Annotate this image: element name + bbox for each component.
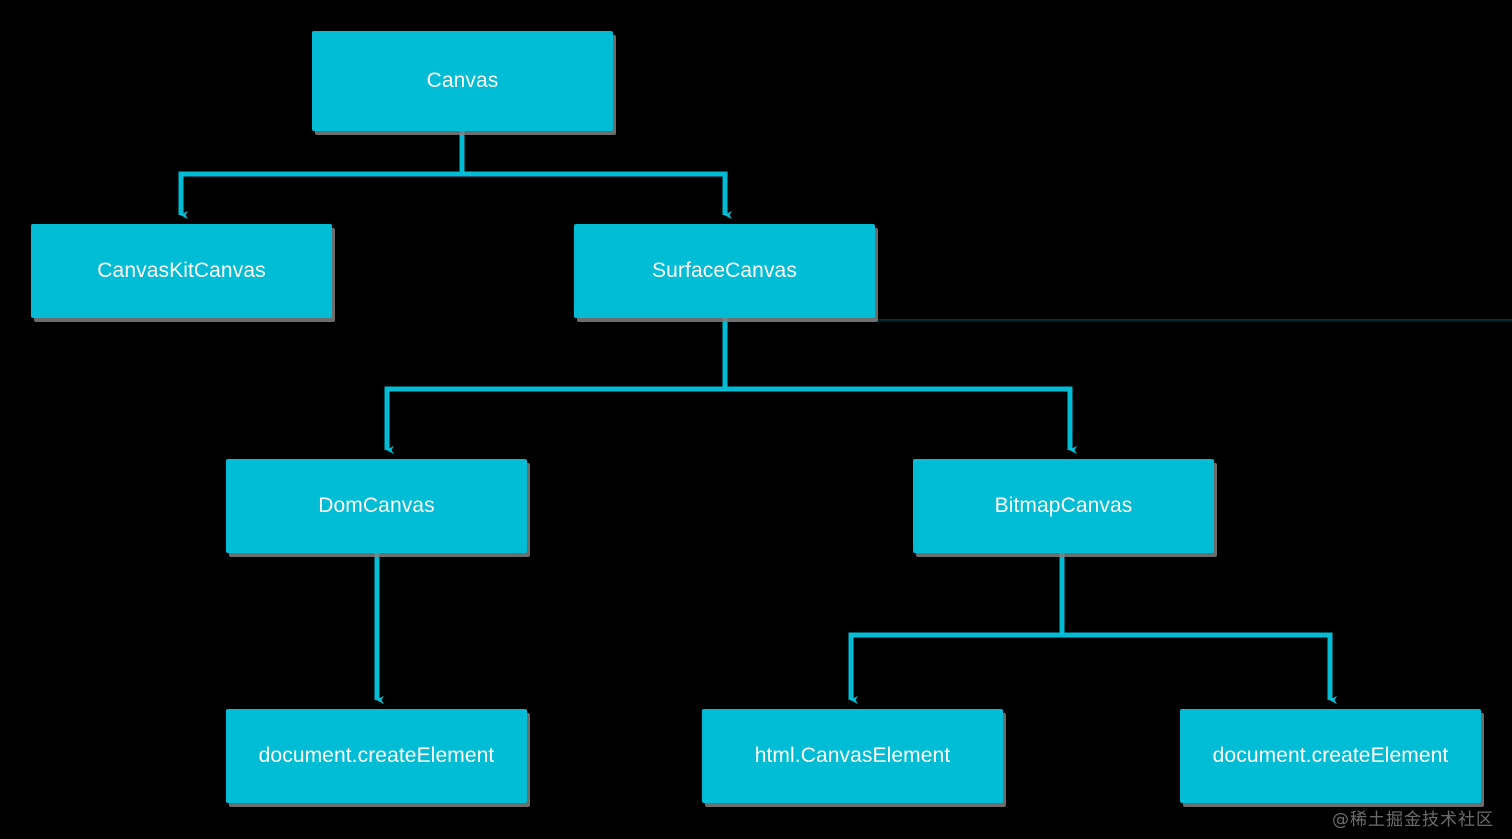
node-canvaskitcanvas-label: CanvasKitCanvas: [97, 259, 266, 283]
node-domcanvas[interactable]: DomCanvas: [226, 459, 527, 553]
edge-canvas-canvaskitcanvas: [178, 131, 465, 220]
node-domcanvas-label: DomCanvas: [318, 494, 435, 518]
edge-surfacecanvas-bitmapcanvas: [722, 318, 1077, 455]
node-dom-createelement[interactable]: document.createElement: [226, 709, 527, 803]
node-bitmapcanvas-label: BitmapCanvas: [994, 494, 1133, 518]
edge-bitmapcanvas-createelement: [1059, 553, 1337, 705]
node-html-canvaselement-label: html.CanvasElement: [754, 744, 951, 768]
node-dom-createelement-label: document.createElement: [258, 744, 495, 768]
node-bmp-createelement-label: document.createElement: [1212, 744, 1449, 768]
node-canvas-label: Canvas: [426, 69, 499, 93]
watermark: @稀土掘金技术社区: [1332, 810, 1494, 830]
node-html-canvaselement[interactable]: html.CanvasElement: [702, 709, 1003, 803]
edge-canvas-surfacecanvas: [459, 131, 732, 220]
node-surfacecanvas[interactable]: SurfaceCanvas: [574, 224, 875, 318]
image-seam-artifact: [724, 319, 1512, 322]
node-canvas[interactable]: Canvas: [312, 31, 613, 131]
node-surfacecanvas-label: SurfaceCanvas: [652, 259, 797, 283]
edge-bitmapcanvas-htmlcanvaselement: [848, 553, 1065, 705]
edge-surfacecanvas-domcanvas: [384, 318, 728, 455]
node-canvaskitcanvas[interactable]: CanvasKitCanvas: [31, 224, 332, 318]
node-bmp-createelement[interactable]: document.createElement: [1180, 709, 1481, 803]
node-bitmapcanvas[interactable]: BitmapCanvas: [913, 459, 1214, 553]
